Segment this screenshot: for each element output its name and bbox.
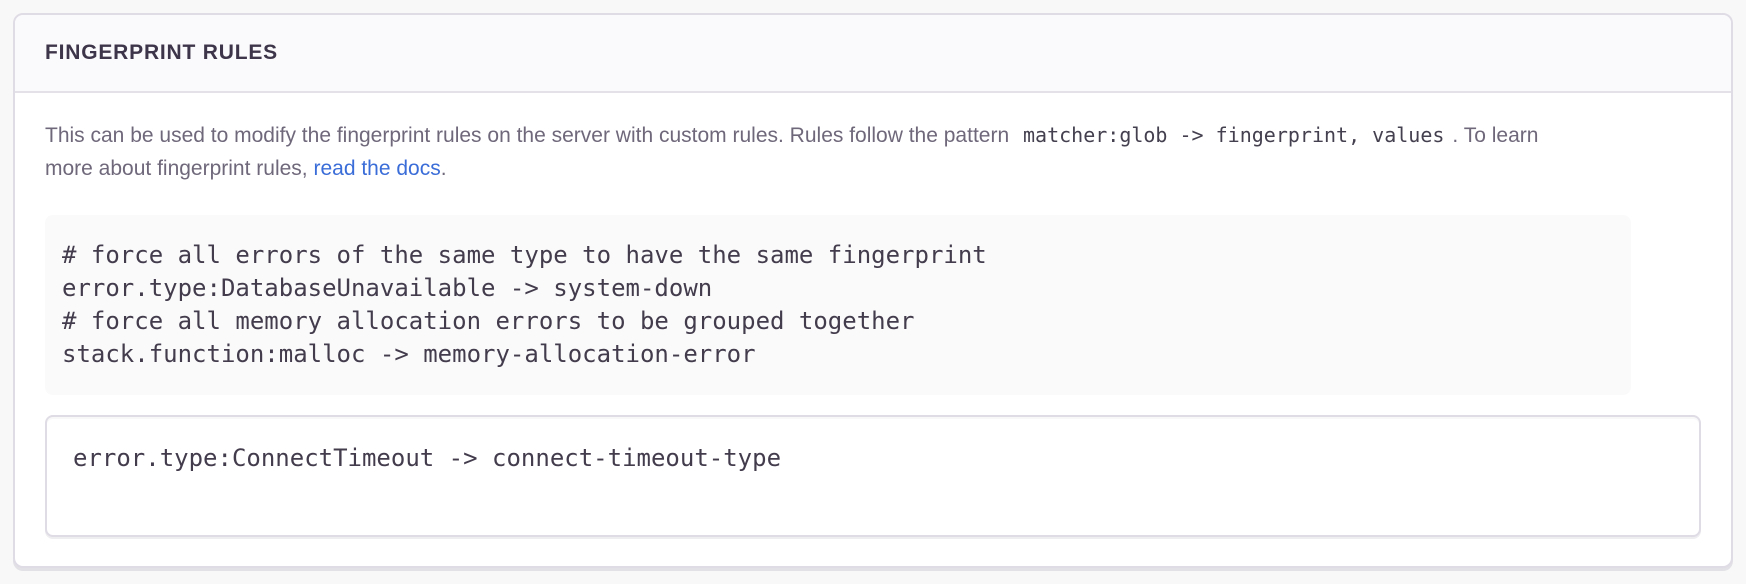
example-code-block: # force all errors of the same type to h… xyxy=(45,215,1631,395)
description-text-after-link: . xyxy=(440,157,447,180)
pattern-inline-code: matcher:glob -> fingerprint, values xyxy=(1022,123,1445,147)
description-text-after-code: . To learn more about fingerprint rules, xyxy=(45,124,1539,180)
fingerprint-rules-panel: FINGERPRINT RULES This can be used to mo… xyxy=(13,13,1733,568)
read-the-docs-link[interactable]: read the docs xyxy=(313,157,441,180)
fingerprint-rules-textarea[interactable]: error.type:ConnectTimeout -> connect-tim… xyxy=(45,415,1701,537)
panel-body: This can be used to modify the fingerpri… xyxy=(15,93,1731,537)
description-text-before-code: This can be used to modify the fingerpri… xyxy=(45,124,1010,147)
panel-title: FINGERPRINT RULES xyxy=(45,41,278,64)
description: This can be used to modify the fingerpri… xyxy=(45,119,1585,185)
panel-header: FINGERPRINT RULES xyxy=(15,15,1731,93)
